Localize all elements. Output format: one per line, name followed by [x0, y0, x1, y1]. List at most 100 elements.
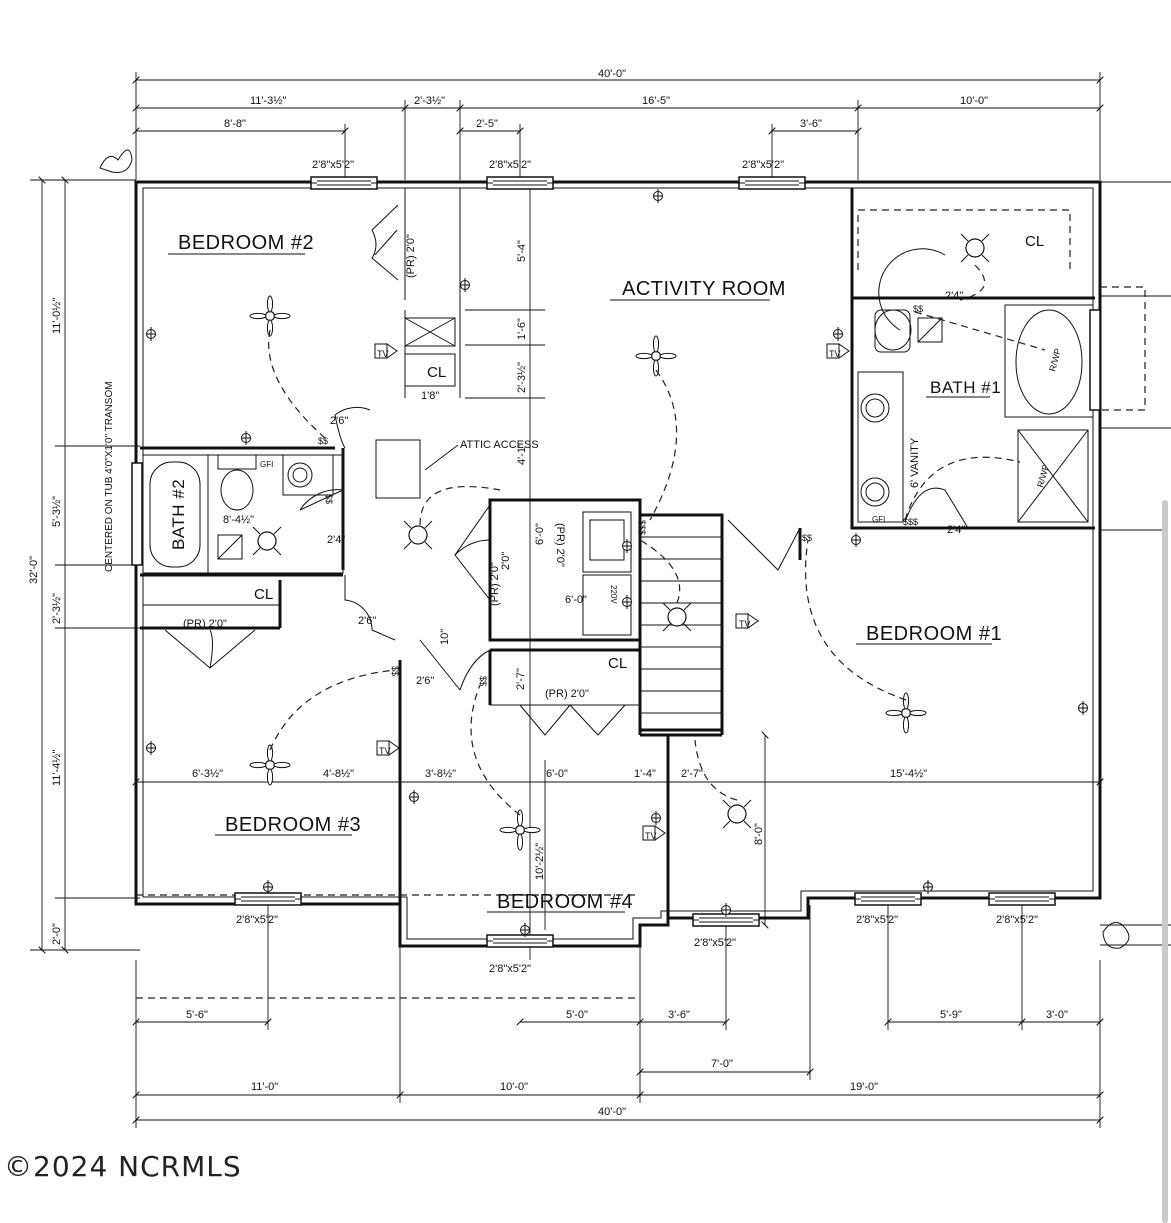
dim-text: 5'-0" — [566, 1009, 588, 1021]
dim-text: 2'0" — [500, 552, 512, 570]
gfi-label: GFI — [260, 460, 273, 469]
walls — [134, 180, 1171, 999]
dim-text: 11'-4½" — [51, 750, 63, 786]
tv-label: TV — [377, 349, 389, 359]
dim-text: 2'-3½" — [51, 593, 63, 624]
switch-label: $$$ — [903, 517, 918, 527]
dim-text: 7'-0" — [711, 1058, 733, 1070]
dim-text: 2'6" — [416, 675, 434, 687]
dim-text: 8'-8" — [224, 118, 246, 130]
pr-door-label: (PR) 2'0" — [545, 688, 589, 700]
dim-text: 6'-0" — [565, 594, 587, 606]
dim-text: 15'-4½" — [890, 768, 927, 780]
gfi-label: GFI — [872, 515, 885, 524]
hose-bib-icons — [99, 149, 1130, 949]
pr-door-label: (PR) 2'0" — [489, 562, 501, 606]
pr-door-label: (PR) 2'0" — [183, 618, 227, 630]
dim-text: 4'-1" — [516, 443, 528, 465]
ceiling-fan-icons — [249, 295, 927, 851]
dim-text: 1'-6" — [516, 318, 528, 340]
room-labels: BEDROOM #2 ACTIVITY ROOM BATH #1 BATH #2… — [168, 232, 1002, 913]
room-label-bedroom-4: BEDROOM #4 — [497, 891, 633, 913]
room-label-bedroom-3: BEDROOM #3 — [225, 814, 361, 836]
annotation-labels: ATTIC ACCESS CENTERED ON TUB 4'0"X1'0" T… — [104, 234, 1063, 841]
dim-overall-left: 32'-0" — [28, 556, 40, 584]
dim-text: 8'-0" — [753, 823, 765, 845]
switch-label: $$ — [802, 533, 812, 543]
dim-text: 2'-3½" — [516, 362, 528, 393]
window-size-label: 2'8"x5'2" — [694, 937, 736, 949]
dim-text: 11'-0½" — [51, 298, 63, 334]
room-label-bath-1: BATH #1 — [930, 378, 1001, 397]
room-label-bath-2: BATH #2 — [169, 479, 188, 550]
dim-text: 3'-6" — [800, 118, 822, 130]
window-size-label: 2'8"x5'2" — [742, 159, 784, 171]
transom-note: CENTERED ON TUB 4'0"X1'0" TRANSOM — [104, 381, 115, 572]
copyright-watermark: ©2024 NCRMLS — [4, 1150, 242, 1183]
dim-text: 1'-4" — [634, 768, 656, 780]
dim-text: 3'-8½" — [425, 768, 456, 780]
dim-text: 4'-8½" — [323, 768, 354, 780]
switch-wiring — [268, 264, 1021, 816]
dim-text: 5'-3½" — [51, 496, 63, 527]
whirlpool-label: R/WP — [1047, 347, 1063, 372]
dim-text: 2'-3½" — [414, 95, 445, 107]
dim-text: 10'-0" — [500, 1081, 528, 1093]
dim-text: 2'-5" — [476, 118, 498, 130]
dim-text: 2'-7" — [515, 668, 527, 690]
dim-text: 5'-9" — [940, 1009, 962, 1021]
window-size-label: 2'8"x5'2" — [312, 159, 354, 171]
switch-label: $$ — [478, 676, 488, 686]
dim-text: 16'-5" — [642, 95, 670, 107]
attic-access-label: ATTIC ACCESS — [460, 439, 539, 451]
pr-door-label: (PR) 2'0" — [405, 234, 417, 278]
dim-text: 6'-0" — [546, 768, 568, 780]
dim-text: 5'-6" — [186, 1009, 208, 1021]
dim-text: 2'6" — [330, 415, 348, 427]
window-size-label: 2'8"x5'2" — [996, 914, 1038, 926]
vertical-scrollbar[interactable] — [1162, 500, 1168, 1223]
dim-text: 11'-0" — [251, 1081, 278, 1093]
dim-text: 2'4" — [327, 534, 345, 546]
switch-label: $$ — [324, 494, 334, 504]
dim-overall-top: 40'-0" — [598, 68, 626, 80]
tv-label: TV — [829, 349, 841, 359]
room-label-activity-room: ACTIVITY ROOM — [622, 278, 786, 300]
dim-text: 19'-0" — [850, 1081, 878, 1093]
dim-text: 11'-3½" — [250, 95, 286, 107]
dim-text: 2'6" — [358, 615, 376, 627]
vanity-label: 6' VANITY — [909, 437, 921, 488]
tv-label: TV — [379, 746, 391, 756]
closet-label: CL — [427, 364, 446, 381]
doors — [164, 204, 969, 736]
switch-label: $$$ — [637, 520, 647, 535]
dim-text: 5'-4" — [516, 240, 528, 262]
room-label-bedroom-1: BEDROOM #1 — [866, 623, 1002, 645]
dim-text: 1'8" — [421, 390, 439, 402]
dim-text: 8'-4½" — [223, 514, 254, 526]
dim-text: 10'-0" — [960, 95, 988, 107]
window-size-label: 2'8"x5'2" — [489, 963, 531, 975]
voltage-label: 220V — [609, 585, 618, 604]
dim-text: 10'-2½" — [534, 843, 546, 880]
window-labels: 2'8"x5'2" 2'8"x5'2" 2'8"x5'2" 2'8"x5'2" … — [236, 159, 1038, 975]
switch-label: $$ — [913, 304, 923, 314]
tv-label: TV — [739, 619, 751, 629]
dim-text: 2'4" — [947, 524, 965, 536]
dim-text: 3'-6" — [668, 1009, 690, 1021]
dim-overall-bottom: 40'-0" — [598, 1106, 626, 1118]
closet-label: CL — [1025, 233, 1044, 250]
dim-text: 6'-3½" — [192, 768, 223, 780]
switch-label: $$ — [318, 436, 328, 446]
closet-labels: CL CL CL CL — [254, 233, 1044, 672]
dim-text: 2'4" — [945, 290, 963, 302]
dim-text: 10" — [439, 629, 451, 645]
dim-text: 6'-0" — [534, 523, 546, 545]
dim-text: 2'-7" — [681, 768, 703, 780]
window-size-label: 2'8"x5'2" — [489, 159, 531, 171]
room-label-bedroom-2: BEDROOM #2 — [178, 232, 314, 254]
closet-label: CL — [608, 655, 627, 672]
fixtures — [149, 309, 1089, 636]
pr-door-label: (PR) 2'0" — [554, 523, 566, 567]
